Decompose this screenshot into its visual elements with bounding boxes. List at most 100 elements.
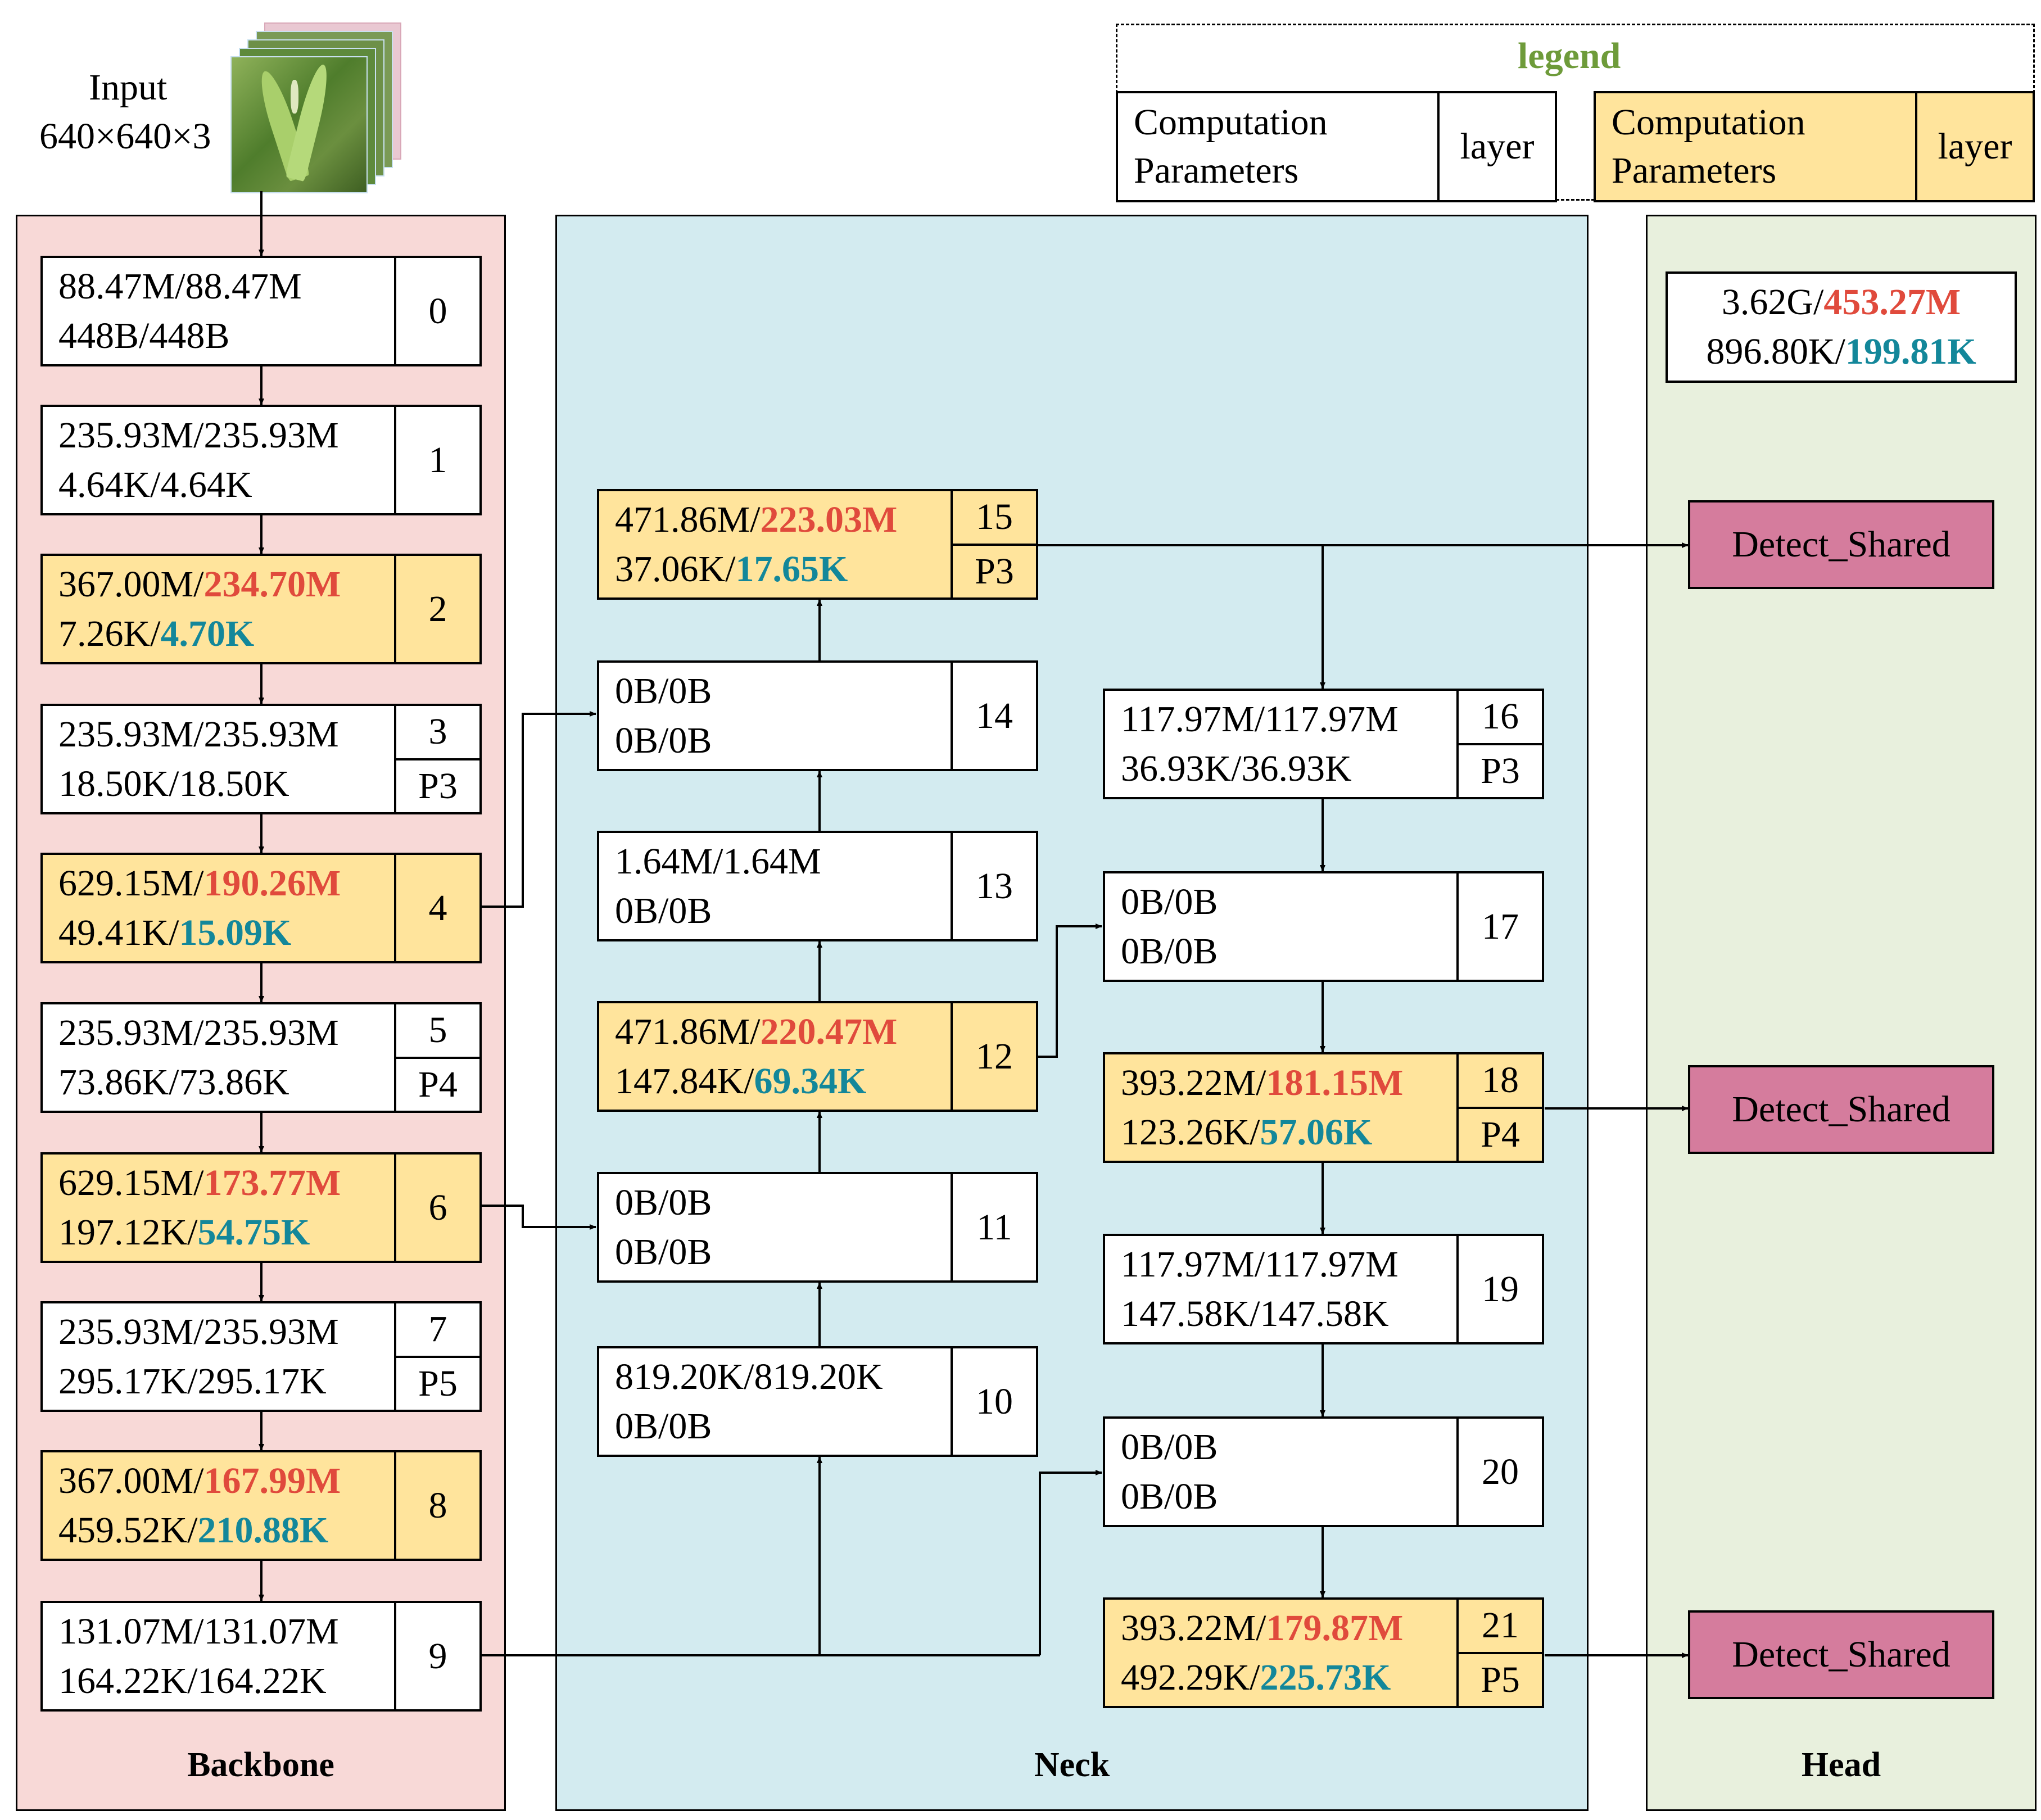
computation-baseline: 0B/0B bbox=[615, 670, 712, 712]
layer-7-computation: 235.93M/235.93M bbox=[58, 1307, 394, 1357]
detect-shared-p5: Detect_Shared bbox=[1688, 1610, 1994, 1699]
parameters-baseline: 0B/0B bbox=[615, 719, 712, 761]
layer-14-values: 0B/0B 0B/0B bbox=[599, 663, 951, 769]
layer-13-computation: 1.64M/1.64M bbox=[615, 837, 951, 886]
computation-baseline: 819.20K/819.20K bbox=[615, 1356, 883, 1397]
head-computation: 3.62G/453.27M bbox=[1721, 282, 1961, 323]
layer-number: 2 bbox=[428, 588, 447, 630]
layer-8-parameters: 459.52K/210.88K bbox=[58, 1506, 394, 1555]
layer-0-computation: 88.47M/88.47M bbox=[58, 262, 394, 311]
computation-optimized: 220.47M bbox=[760, 1011, 898, 1052]
layer-4-parameters: 49.41K/15.09K bbox=[58, 908, 394, 958]
layer-14-parameters: 0B/0B bbox=[615, 716, 951, 766]
arrow-6-11 bbox=[481, 1205, 596, 1230]
parameters-baseline: 0B/0B bbox=[615, 1231, 712, 1273]
layer-11-computation: 0B/0B bbox=[615, 1178, 951, 1228]
layer-12-computation: 471.86M/220.47M bbox=[615, 1007, 951, 1057]
layer-number: 14 bbox=[976, 695, 1013, 736]
neck-title: Neck bbox=[1034, 1746, 1110, 1784]
layer-0-values: 88.47M/88.47M 448B/448B bbox=[43, 258, 394, 364]
legend-highlight-box: Computation Parameters layer bbox=[1594, 91, 2035, 202]
parameters-baseline: 459.52K/ bbox=[58, 1509, 198, 1551]
backbone-title: Backbone bbox=[187, 1746, 334, 1784]
layer-number: 15 bbox=[976, 496, 1013, 538]
layer-18-computation: 393.22M/181.15M bbox=[1121, 1058, 1456, 1108]
layer-18-parameters: 123.26K/57.06K bbox=[1121, 1108, 1456, 1157]
computation-optimized: 173.77M bbox=[203, 1162, 341, 1203]
parameters-optimized: 57.06K bbox=[1260, 1111, 1373, 1153]
head-summary-box: 3.62G/453.27M 896.80K/199.81K bbox=[1666, 271, 2017, 383]
computation-optimized: 181.15M bbox=[1266, 1062, 1404, 1103]
layer-number: 10 bbox=[976, 1380, 1013, 1422]
layer-scale: P5 bbox=[1459, 1651, 1542, 1706]
layer-number: 3 bbox=[428, 711, 447, 753]
layer-number: 0 bbox=[428, 290, 447, 332]
parameters-optimized: 69.34K bbox=[754, 1060, 867, 1102]
layer-11-parameters: 0B/0B bbox=[615, 1228, 951, 1277]
computation-baseline: 471.86M/ bbox=[615, 499, 761, 540]
layer-8-computation: 367.00M/167.99M bbox=[58, 1456, 394, 1506]
parameters-baseline: 18.50K/18.50K bbox=[58, 763, 289, 804]
layer-1-index: 1 bbox=[394, 407, 479, 513]
parameters-optimized: 225.73K bbox=[1260, 1656, 1391, 1698]
layer-19-computation: 117.97M/117.97M bbox=[1121, 1240, 1456, 1289]
computation-baseline: 117.97M/117.97M bbox=[1121, 698, 1399, 740]
computation-baseline: 235.93M/235.93M bbox=[58, 713, 339, 755]
computation-baseline: 367.00M/ bbox=[58, 1460, 204, 1501]
parameters-baseline: 49.41K/ bbox=[58, 912, 179, 953]
parameters-baseline: 37.06K/ bbox=[615, 548, 736, 590]
parameters-baseline: 73.86K/73.86K bbox=[58, 1061, 289, 1103]
computation-baseline: 367.00M/ bbox=[58, 563, 204, 605]
parameters-baseline: 7.26K/ bbox=[58, 613, 161, 654]
legend-plain-values: Computation Parameters bbox=[1118, 93, 1437, 200]
computation-baseline: 131.07M/131.07M bbox=[58, 1610, 339, 1652]
layer-12-parameters: 147.84K/69.34K bbox=[615, 1057, 951, 1106]
layer-number: 7 bbox=[428, 1309, 447, 1350]
layer-3-parameters: 18.50K/18.50K bbox=[58, 759, 394, 809]
head-section bbox=[1646, 215, 2037, 1811]
layer-number: 1 bbox=[428, 439, 447, 481]
layer-14-index: 14 bbox=[951, 663, 1036, 769]
layer-20-index: 20 bbox=[1456, 1419, 1542, 1525]
parameters-baseline: 197.12K/ bbox=[58, 1211, 198, 1253]
layer-number: 21 bbox=[1482, 1605, 1519, 1646]
parameters-optimized: 210.88K bbox=[197, 1509, 329, 1551]
parameters-baseline: 4.64K/4.64K bbox=[58, 464, 252, 505]
computation-baseline: 1.64M/1.64M bbox=[615, 840, 821, 882]
computation-optimized: 223.03M bbox=[760, 499, 898, 540]
input-dims: 640×640×3 bbox=[39, 116, 211, 157]
computation-baseline: 0B/0B bbox=[615, 1181, 712, 1223]
computation-baseline: 88.47M/88.47M bbox=[58, 265, 302, 307]
layer-9-index: 9 bbox=[394, 1603, 479, 1709]
layer-20-parameters: 0B/0B bbox=[1121, 1472, 1456, 1522]
legend-layer-label: layer bbox=[1460, 126, 1535, 167]
legend-computation: Computation bbox=[1134, 102, 1328, 143]
layer-17-parameters: 0B/0B bbox=[1121, 927, 1456, 976]
layer-number: 17 bbox=[1482, 906, 1519, 947]
layer-number: 8 bbox=[428, 1484, 447, 1526]
parameters-baseline: 448B/448B bbox=[58, 315, 230, 356]
input-label: Input bbox=[89, 67, 168, 108]
layer-16-parameters: 36.93K/36.93K bbox=[1121, 744, 1456, 794]
layer-5-computation: 235.93M/235.93M bbox=[58, 1008, 394, 1058]
layer-10-index: 10 bbox=[951, 1348, 1036, 1455]
layer-number: 9 bbox=[428, 1635, 447, 1677]
layer-10-parameters: 0B/0B bbox=[615, 1402, 951, 1451]
layer-9-computation: 131.07M/131.07M bbox=[58, 1607, 394, 1656]
computation-baseline: 235.93M/235.93M bbox=[58, 414, 339, 456]
